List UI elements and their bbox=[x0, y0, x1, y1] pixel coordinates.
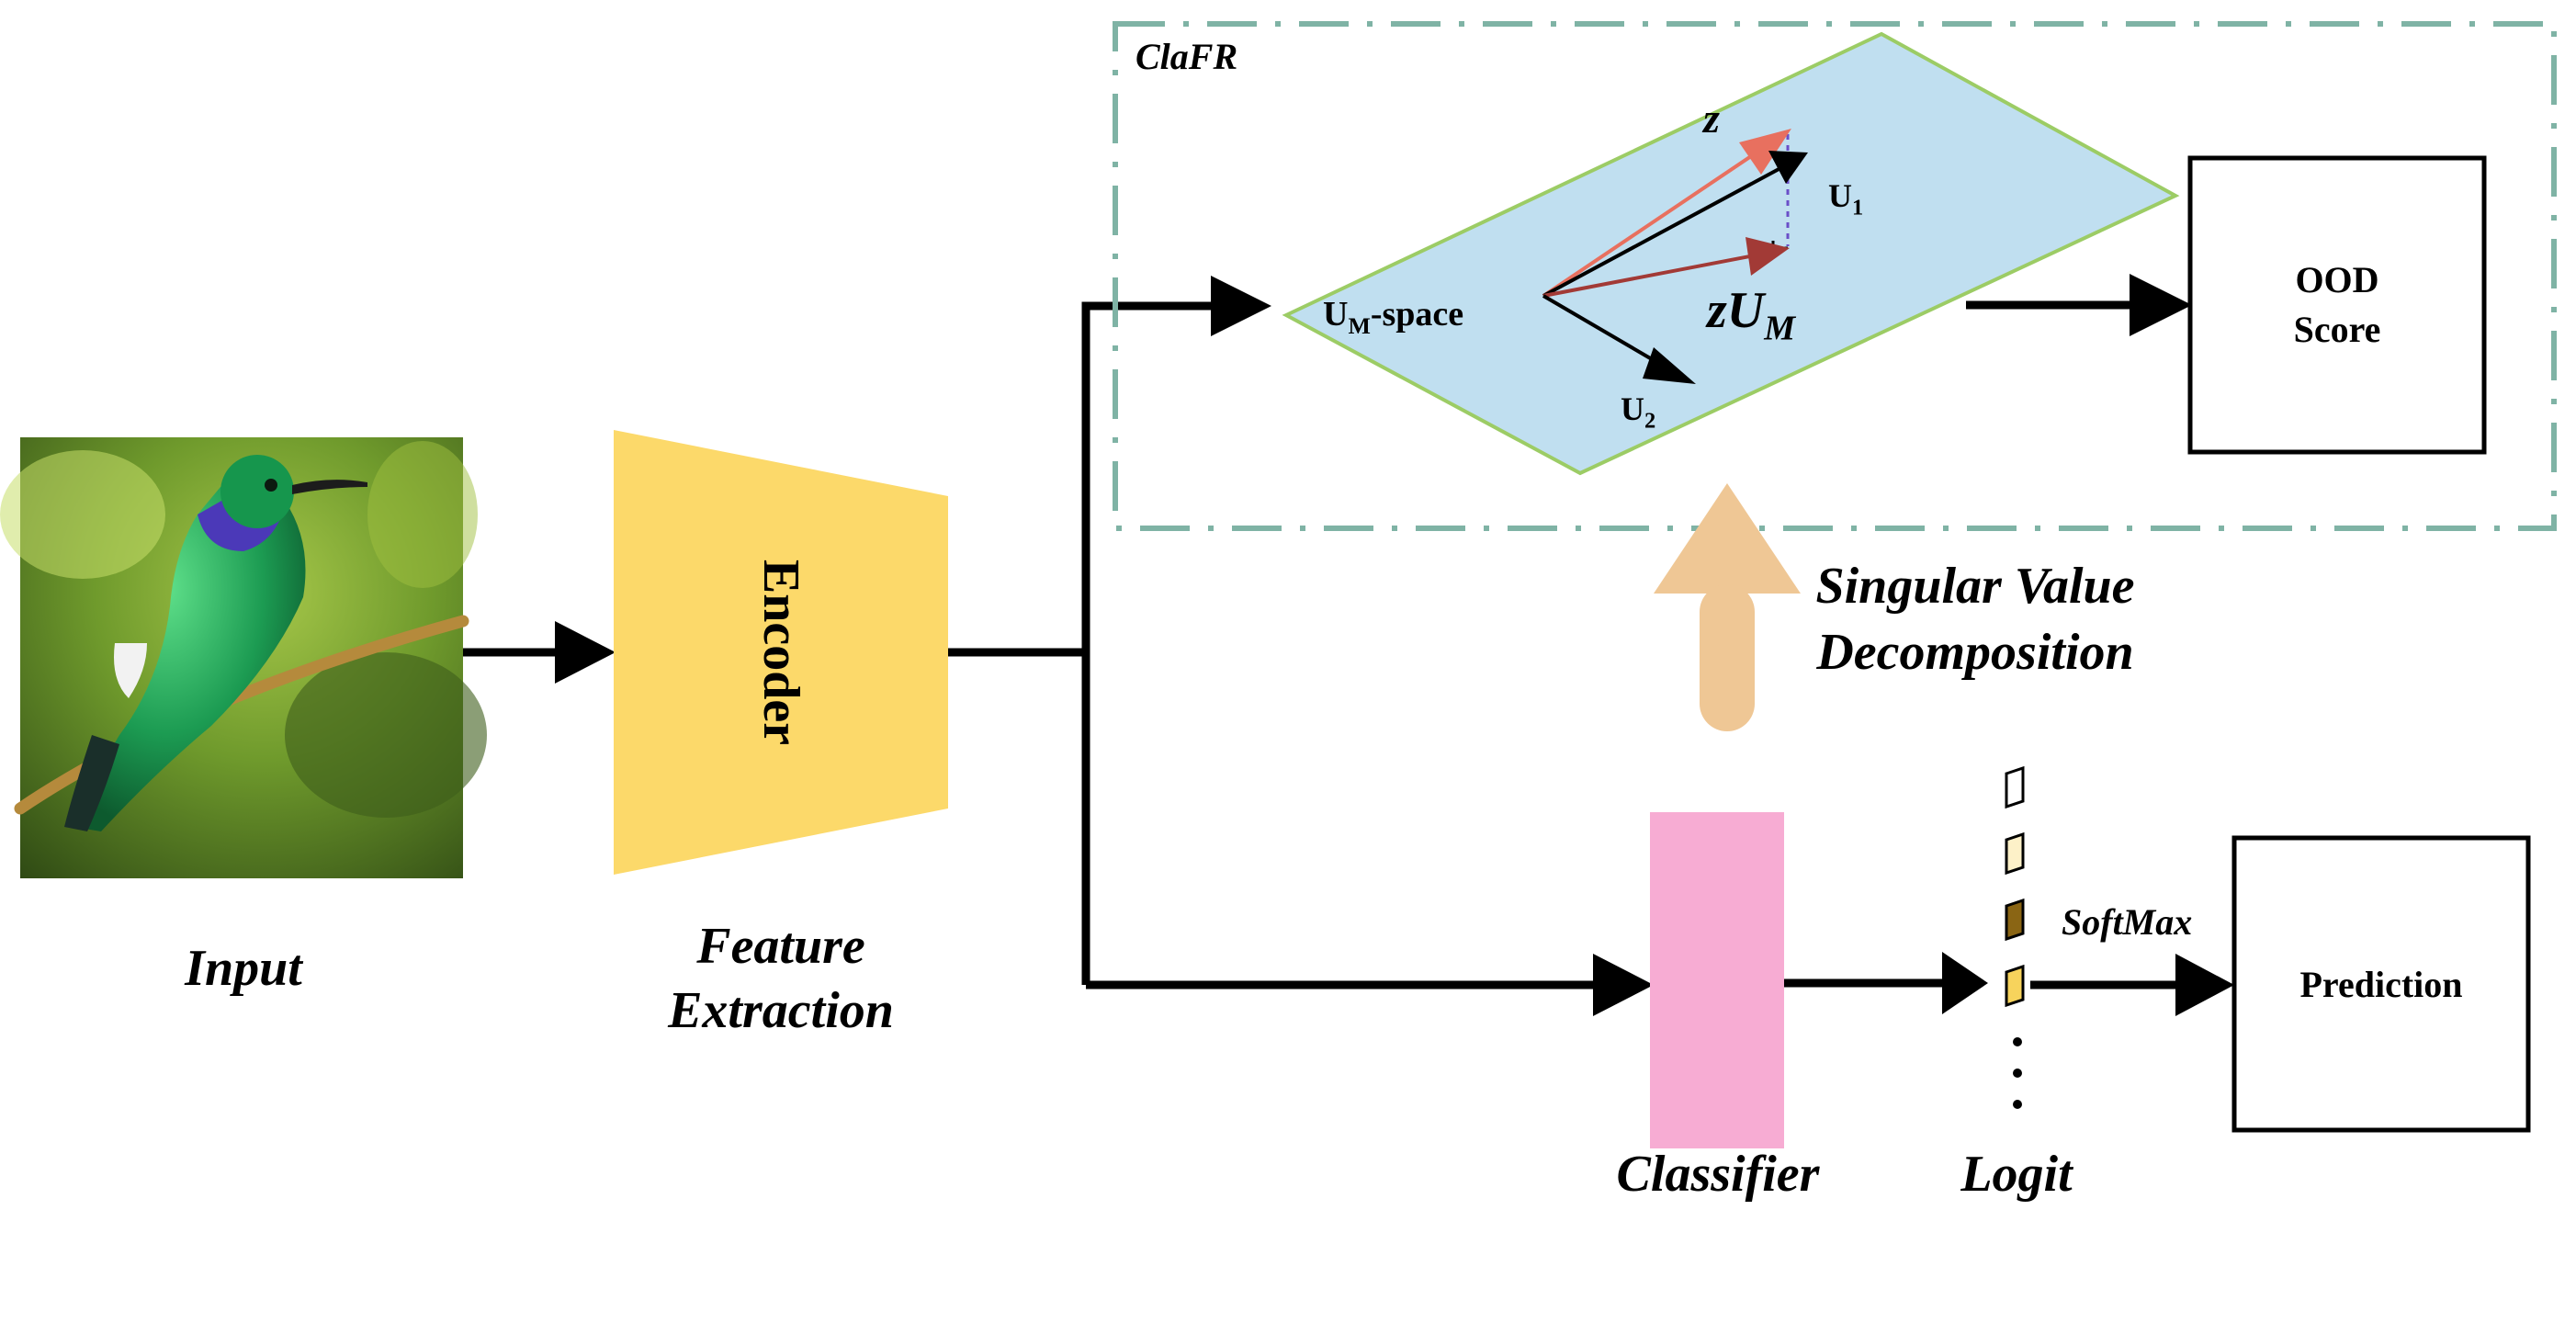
prediction-text: Prediction bbox=[2299, 963, 2463, 1005]
logit-vector bbox=[2005, 765, 2025, 1109]
feature-extraction-line1: Feature bbox=[696, 918, 865, 975]
u2-base: U bbox=[1621, 390, 1644, 427]
logit-label: Logit bbox=[1960, 1146, 2073, 1203]
u1-base: U bbox=[1828, 177, 1852, 214]
um-space-plane bbox=[1282, 31, 2180, 476]
feature-extraction-line2: Extraction bbox=[668, 982, 894, 1039]
ood-line2: Score bbox=[2293, 309, 2381, 350]
softmax-label: SoftMax bbox=[2062, 901, 2193, 943]
projection-label: zUM bbox=[1707, 281, 1795, 348]
classifier-to-logit-arrow bbox=[1784, 952, 1988, 1014]
svd-line2: Decomposition bbox=[1816, 624, 2134, 681]
ood-line1: OOD bbox=[2295, 259, 2379, 300]
logit-ellipsis-dot bbox=[2013, 1037, 2022, 1046]
subspace-vectors bbox=[1542, 129, 1808, 384]
ood-score-box bbox=[2187, 155, 2487, 455]
ood-score-text: OOD Score bbox=[2190, 158, 2484, 452]
encoder-output-line bbox=[948, 276, 1654, 1016]
u1-sub: 1 bbox=[1852, 195, 1864, 220]
u2-label: U2 bbox=[1621, 390, 1655, 435]
projection-sub: M bbox=[1764, 309, 1796, 348]
input-label: Input bbox=[185, 940, 302, 997]
clafr-title: ClaFR bbox=[1135, 36, 1238, 77]
clafr-region bbox=[1113, 21, 2557, 531]
logit-to-prediction-arrow bbox=[2030, 954, 2234, 1016]
logit-cell bbox=[2005, 831, 2025, 876]
um-space-suffix: -space bbox=[1370, 295, 1464, 334]
svd-arrow bbox=[1654, 483, 1801, 731]
input-image bbox=[0, 437, 487, 878]
classifier-label: Classifier bbox=[1616, 1146, 1820, 1203]
encoder-label: Encoder bbox=[752, 559, 809, 746]
um-space-sub: M bbox=[1348, 312, 1371, 340]
feature-extraction-label: Feature Extraction bbox=[634, 914, 928, 1043]
svd-line1: Singular Value bbox=[1815, 558, 2135, 615]
u1-label: U1 bbox=[1828, 176, 1863, 221]
logit-cell bbox=[2005, 964, 2025, 1008]
z-label: z bbox=[1703, 95, 1720, 141]
classifier-block bbox=[1650, 812, 1784, 1148]
projection-base: zU bbox=[1707, 282, 1765, 339]
logit-ellipsis-dot bbox=[2013, 1100, 2022, 1109]
logit-cell bbox=[2005, 765, 2025, 809]
um-space-label: UM-space bbox=[1323, 294, 1463, 340]
encoder-block bbox=[614, 430, 948, 875]
input-to-encoder-arrow bbox=[463, 621, 616, 684]
plane-to-ood-arrow bbox=[1966, 274, 2192, 336]
logit-cell bbox=[2005, 898, 2025, 942]
prediction-box bbox=[2231, 835, 2531, 1133]
um-space-base: U bbox=[1323, 295, 1349, 334]
u2-sub: 2 bbox=[1644, 408, 1656, 434]
logit-ellipsis-dot bbox=[2013, 1069, 2022, 1078]
svd-label: Singular Value Decomposition bbox=[1791, 553, 2159, 685]
